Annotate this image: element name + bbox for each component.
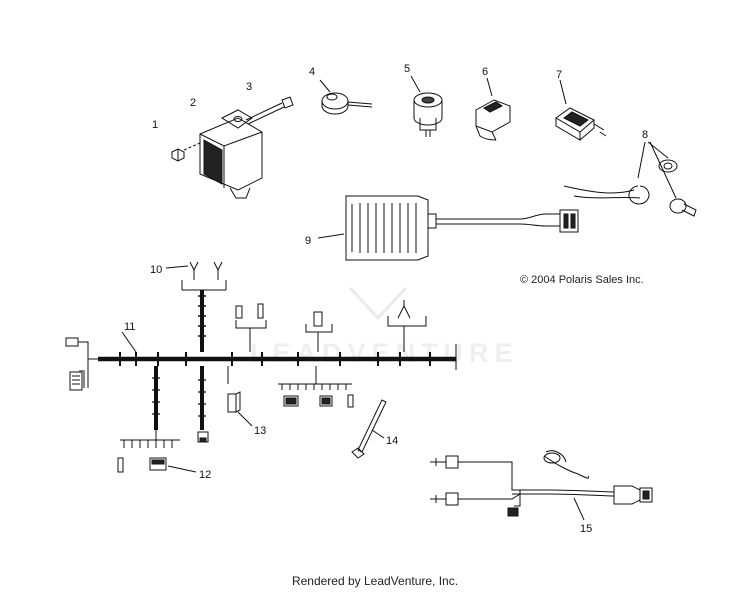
callout-14: 14 <box>386 435 398 447</box>
footer-credit: Rendered by LeadVenture, Inc. <box>291 574 459 588</box>
part-10-terminals <box>165 261 223 280</box>
part-14-cable-tie <box>351 399 387 459</box>
callout-labels: 1 2 3 4 5 6 7 8 9 10 11 12 13 14 15 <box>124 63 648 535</box>
part-13-connector-block <box>227 391 253 427</box>
callout-12: 12 <box>199 469 211 481</box>
callout-3: 3 <box>246 81 252 93</box>
callout-1: 1 <box>152 119 158 131</box>
callout-11: 11 <box>124 321 135 333</box>
callout-9: 9 <box>305 235 311 247</box>
part-6-switch <box>475 77 511 141</box>
part-3-bolt <box>245 96 294 125</box>
callout-15: 15 <box>580 523 592 535</box>
copyright-notice: © 2004 Polaris Sales Inc. <box>520 274 644 286</box>
part-9-module-harness <box>317 195 579 261</box>
callout-6: 6 <box>482 66 488 78</box>
part-2-module <box>199 109 263 199</box>
watermark-text: LEADVENTURE <box>250 338 519 368</box>
part-5-buzzer <box>410 75 443 137</box>
callout-8: 8 <box>642 129 648 141</box>
part-8-sensor-assembly <box>563 141 697 217</box>
callout-10: 10 <box>150 264 162 276</box>
part-15-sub-harness <box>430 450 653 521</box>
part-1-nut <box>171 142 201 162</box>
callout-13: 13 <box>254 425 266 437</box>
callout-5: 5 <box>404 63 410 75</box>
part-11-main-harness <box>65 280 457 448</box>
part-12-connectors <box>117 457 197 473</box>
part-4-sensor <box>319 79 373 115</box>
callout-4: 4 <box>309 66 315 78</box>
callout-2: 2 <box>190 97 196 109</box>
callout-7: 7 <box>556 69 562 81</box>
part-7-connector <box>555 79 607 141</box>
